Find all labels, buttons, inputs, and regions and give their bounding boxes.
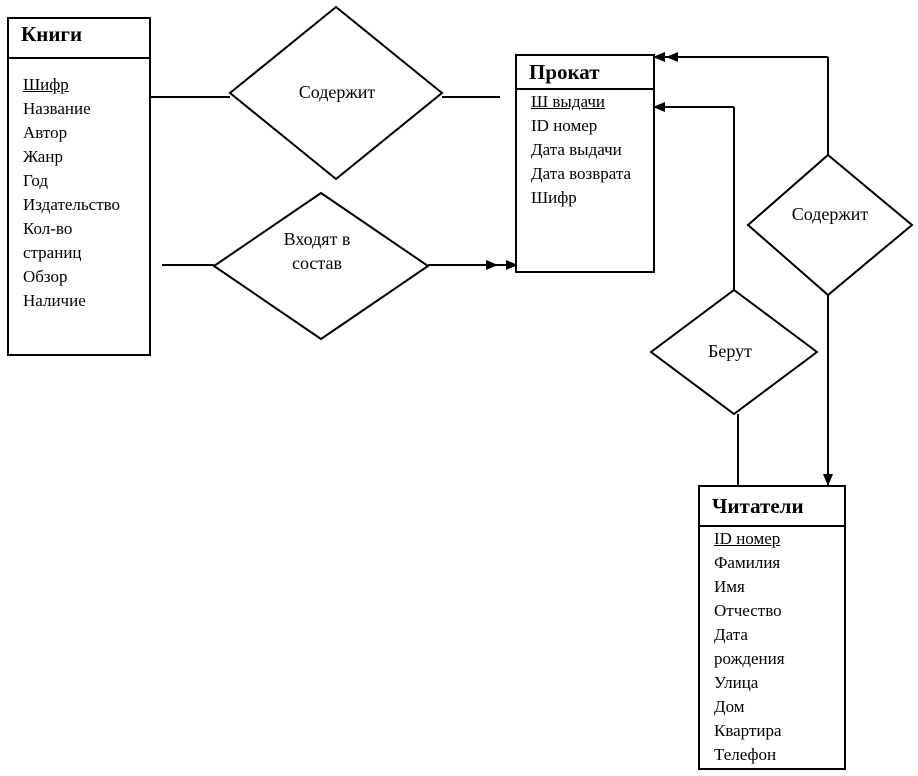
attribute: Фамилия — [714, 553, 781, 572]
entity-rental-title: Прокат — [517, 56, 653, 90]
entity-books-title: Книги — [9, 19, 149, 59]
attribute: Дом — [714, 697, 745, 716]
attribute: Ш выдачи — [531, 92, 606, 111]
attribute: Дата возврата — [531, 164, 632, 183]
attribute: Квартира — [714, 721, 782, 740]
entity-readers-title: Читатели — [700, 487, 844, 527]
attribute: Обзор — [23, 267, 68, 286]
attribute: Шифр — [531, 188, 577, 207]
relationship-part-of-label: Входят в состав — [283, 229, 351, 273]
attribute: ID номер — [531, 116, 598, 135]
attribute: Дата выдачи — [531, 140, 622, 159]
attribute: Название — [23, 99, 91, 118]
relationship-contains-top-label: Содержит — [298, 82, 376, 102]
attribute: Имя — [714, 577, 745, 596]
attribute: Шифр — [23, 75, 69, 94]
relationship-contains-right-label: Содержит — [791, 204, 869, 224]
attribute: Наличие — [23, 291, 86, 310]
relationship-contains-top-diamond — [228, 5, 444, 181]
attribute: Издательство — [23, 195, 121, 214]
attribute: Жанр — [23, 147, 63, 166]
entity-rental: Прокат Ш выдачи ID номер Дата выдачи Дат… — [515, 54, 655, 273]
relationship-part-of-diamond — [212, 191, 430, 341]
entity-readers-attributes: ID номер Фамилия Имя Отчество Дата рожде… — [700, 527, 844, 767]
attribute: Отчество — [714, 601, 782, 620]
entity-books: Книги Шифр Название Автор Жанр Год Издат… — [7, 17, 151, 356]
attribute: ID номер — [714, 529, 781, 548]
connector-contains-right-rental-arrowhead — [666, 52, 678, 62]
attribute: Автор — [23, 123, 68, 142]
relationship-take-diamond — [649, 288, 819, 416]
entity-rental-attributes: Ш выдачи ID номер Дата выдачи Дата возвр… — [517, 90, 653, 210]
attribute: Дата рождения — [714, 625, 785, 668]
entity-readers: Читатели ID номер Фамилия Имя Отчество Д… — [698, 485, 846, 770]
attribute: Улица — [714, 673, 759, 692]
attribute: Телефон — [714, 745, 777, 764]
entity-books-attributes: Шифр Название Автор Жанр Год Издательств… — [9, 59, 149, 313]
attribute: Год — [23, 171, 48, 190]
relationship-take-label: Берут — [708, 341, 752, 361]
attribute: Кол-во страниц — [23, 219, 82, 262]
connector-part-of-rental-arrowhead — [486, 260, 498, 270]
